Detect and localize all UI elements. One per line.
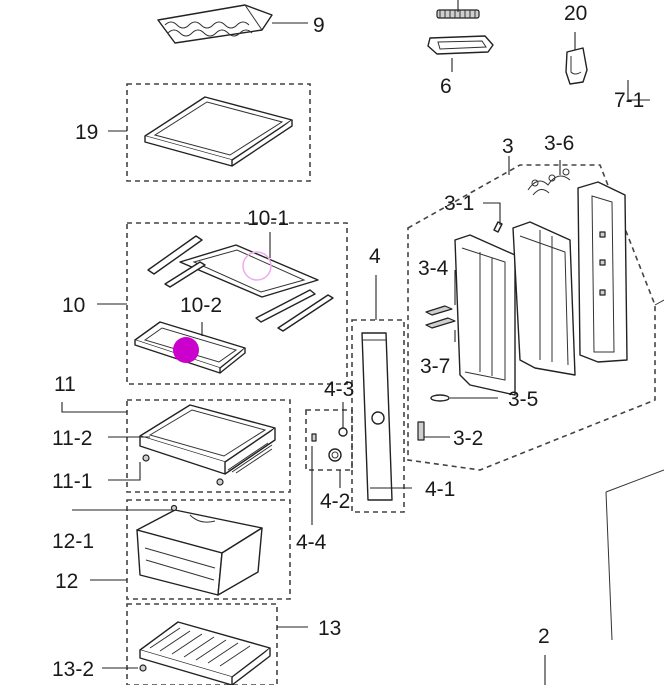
group-box-4-3: [305, 409, 353, 471]
label-3-7: 3-7: [420, 355, 450, 378]
label-19: 19: [75, 121, 98, 144]
leader-lines: [61, 0, 650, 685]
part-12-crisper-drawer: [136, 504, 263, 596]
label-10-1: 10-1: [247, 207, 289, 230]
label-10: 10: [62, 294, 85, 317]
label-11-2: 11-2: [52, 427, 92, 450]
group-box-13: [126, 603, 278, 685]
part-19-glass-shelf: [144, 96, 293, 167]
label-3-5: 3-5: [508, 388, 538, 411]
label-11-1: 11-1: [52, 470, 92, 493]
label-6: 6: [440, 75, 452, 98]
label-2: 2: [538, 625, 550, 648]
label-4-2: 4-2: [320, 490, 350, 513]
part-4-panel: [361, 332, 393, 501]
part-9-wine-rack: [157, 4, 273, 44]
part-3-duct-assembly: [417, 168, 628, 441]
label-4-1: 4-1: [425, 478, 455, 501]
part-10-1-shelf-frame: [147, 235, 334, 332]
label-20: 20: [564, 2, 587, 25]
part-2-cabinet: [605, 299, 664, 641]
label-11: 11: [54, 373, 76, 396]
label-12: 12: [55, 570, 78, 593]
label-3-1: 3-1: [444, 192, 474, 215]
part-20-bracket: [565, 47, 588, 85]
label-4-3: 4-3: [324, 378, 354, 401]
label-4: 4: [369, 245, 381, 268]
group-box-10: [126, 222, 348, 385]
group-box-3: [407, 164, 656, 471]
label-4-4: 4-4: [296, 531, 327, 554]
label-3-2: 3-2: [453, 427, 483, 450]
group-box-12: [126, 499, 291, 600]
label-3-4: 3-4: [418, 257, 449, 280]
label-3: 3: [502, 135, 514, 158]
marker-filled-circle: [173, 337, 199, 363]
label-7-1: 7-1: [614, 89, 644, 112]
group-box-19: [126, 83, 311, 182]
part-13-cover: [139, 621, 271, 685]
group-box-11: [126, 399, 291, 493]
marker-outline-circle: [242, 251, 272, 281]
label-10-2: 10-2: [180, 294, 222, 317]
label-13-2: 13-2: [52, 658, 94, 681]
label-13: 13: [318, 617, 341, 640]
label-3-6: 3-6: [544, 132, 574, 155]
part-11-crisper-cover: [139, 404, 276, 486]
label-12-1: 12-1: [52, 530, 94, 553]
part-6-cover: [427, 9, 494, 55]
label-9: 9: [313, 14, 325, 37]
part-4-3-small-parts: [311, 427, 348, 462]
